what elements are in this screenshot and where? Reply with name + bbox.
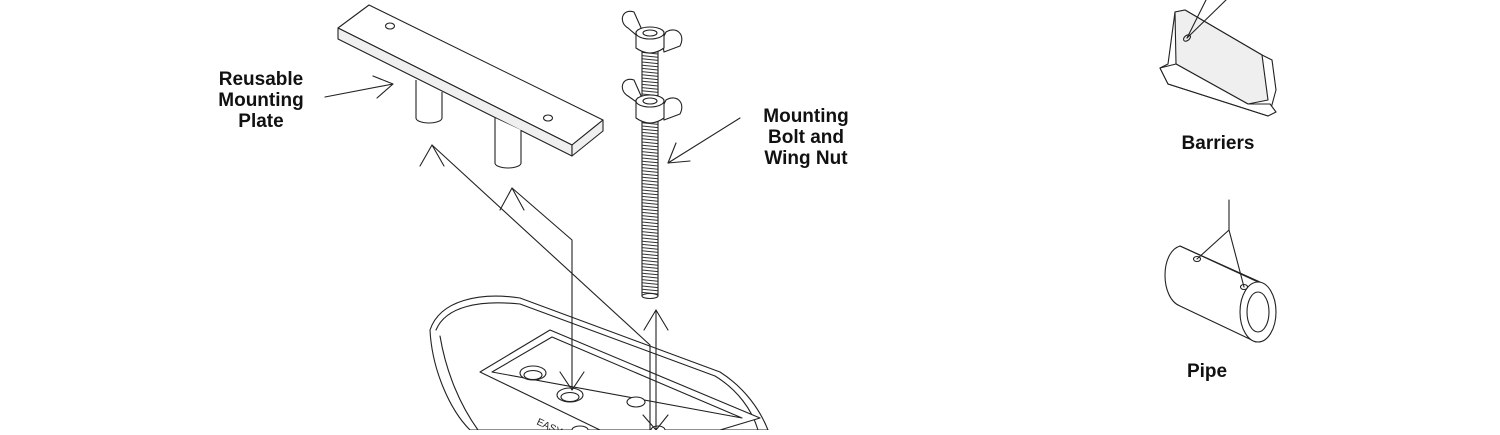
bolt-thread-line (641, 71, 659, 74)
bolt-thread-line (641, 237, 659, 241)
bolt-thread-line (641, 208, 659, 212)
bolt-thread-line (641, 215, 659, 218)
bolt-thread-line (641, 160, 659, 164)
bolt-thread-line (641, 80, 659, 84)
bolt-thread-line (641, 272, 659, 276)
bolt-thread-line (641, 147, 659, 151)
bolt-thread-line (641, 224, 659, 228)
bolt-thread-line (641, 163, 659, 167)
bolt-thread-line (641, 144, 659, 148)
base-housing (429, 295, 769, 435)
bolt-thread-line (641, 247, 659, 250)
bolt-thread-line (641, 240, 659, 244)
bolt-thread-line (641, 58, 659, 61)
bolt-thread-line (641, 256, 659, 260)
mounting-bolt-label: Mounting Bolt and Wing Nut (763, 106, 849, 169)
bolt-thread-line (641, 199, 659, 202)
bolt-thread-line (641, 279, 659, 282)
bolt-thread-line (641, 55, 659, 58)
bolt-thread-line (641, 74, 659, 77)
bolt-thread-line (641, 195, 659, 199)
bolt-thread-line (641, 131, 659, 135)
bolt-thread-line (641, 250, 659, 253)
bolt-thread-line (641, 234, 659, 237)
bolt-thread-line (641, 173, 659, 177)
bolt-thread-line (641, 125, 659, 129)
bolt-thread-line (641, 83, 659, 87)
barrier-block (1159, 0, 1277, 117)
assembly-arrow-left (419, 144, 651, 431)
bolt-thread-line (641, 151, 659, 154)
bolt-thread-line (641, 67, 659, 71)
bolt-thread-line (641, 87, 659, 90)
bolt-thread-line (641, 189, 659, 193)
bolt-thread-line (641, 269, 659, 273)
mounting-plate (337, 4, 604, 169)
bolt-thread-line (641, 135, 659, 138)
mounting-bolt (641, 39, 659, 300)
pipe-label: Pipe (1186, 361, 1228, 382)
bolt-thread-line (641, 227, 659, 231)
assembly-arrow-right (499, 187, 585, 391)
bolt-thread-line (641, 211, 659, 215)
bolt-thread-line (641, 221, 659, 225)
bolt-thread-line (641, 90, 659, 93)
bolt-thread-line (641, 288, 659, 292)
bolt-thread-line (641, 61, 659, 65)
bolt-thread-line (641, 179, 659, 183)
pipe-section (1164, 199, 1277, 343)
bolt-thread-line (641, 253, 659, 257)
bolt-thread-line (641, 141, 659, 145)
bolt-thread-line (641, 154, 659, 157)
bolt-thread-line (641, 266, 659, 269)
bolt-thread-line (641, 205, 659, 209)
bolt-thread-line (641, 128, 659, 132)
bolt-callout-arrow (667, 117, 741, 164)
bolt-thread-line (641, 176, 659, 180)
mounting-plate-label: Reusable Mounting Plate (218, 69, 304, 132)
bolt-thread-line (641, 259, 659, 263)
bolt-thread-line (641, 138, 659, 141)
wing-nut-lower (621, 78, 683, 124)
bolt-thread-line (641, 157, 659, 161)
bolt-thread-line (641, 263, 659, 266)
bolt-thread-line (641, 202, 659, 205)
bolt-thread-line (641, 275, 659, 279)
bolt-thread-line (641, 282, 659, 285)
bolt-thread-line (641, 77, 659, 81)
bolt-thread-line (641, 285, 659, 289)
barriers-label: Barriers (1181, 133, 1255, 154)
bolt-thread-line (641, 183, 659, 186)
bolt-thread-line (641, 186, 659, 189)
bolt-thread-line (641, 167, 659, 170)
bolt-thread-line (641, 64, 659, 68)
plate-callout-arrow (324, 75, 394, 99)
bolt-thread-line (641, 243, 659, 247)
bolt-thread-line (641, 122, 659, 125)
bolt-thread-line (641, 192, 659, 196)
bolt-thread-line (641, 170, 659, 173)
wing-nut-upper (621, 10, 683, 54)
bolt-thread-line (641, 231, 659, 234)
bolt-thread-line (641, 218, 659, 221)
